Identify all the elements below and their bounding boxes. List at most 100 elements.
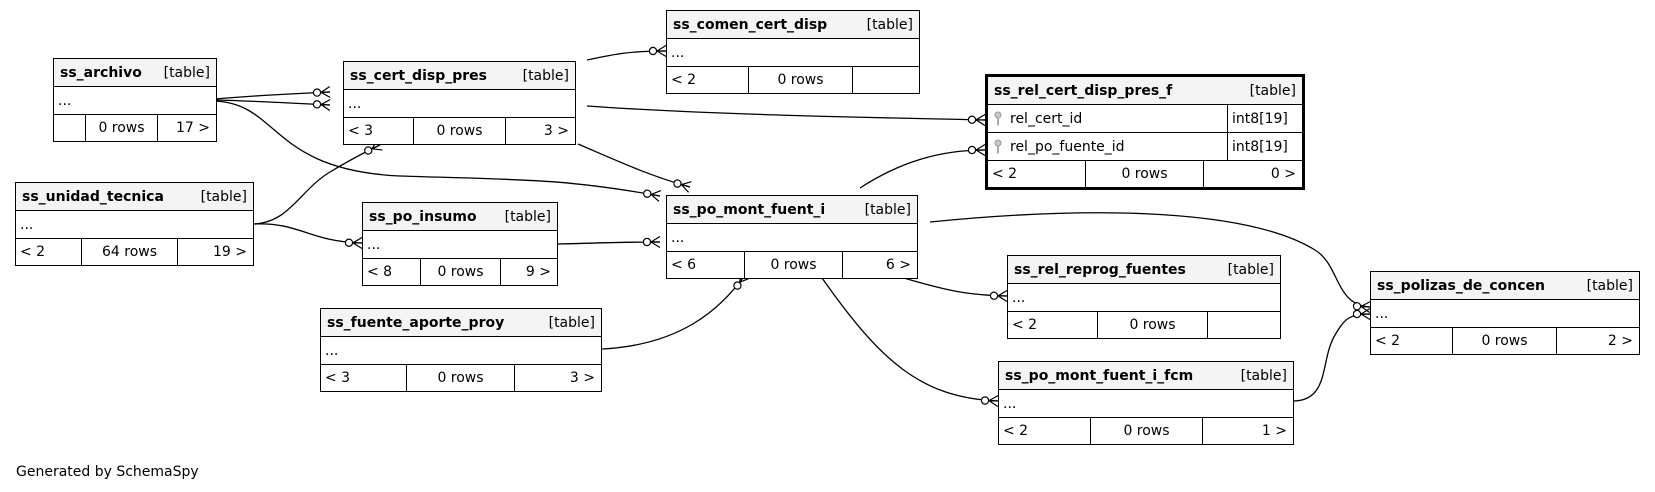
- row-count: 64 rows: [82, 239, 178, 265]
- children-count: 3 >: [543, 123, 569, 139]
- table-name: ss_comen_cert_disp: [673, 16, 828, 33]
- edge-archivo-cert-1: [214, 92, 330, 100]
- table-footer: < 2 64 rows 19 >: [16, 239, 253, 265]
- table-body: ...: [1371, 300, 1639, 328]
- table-kind: [table]: [200, 188, 247, 205]
- table-kind: [table]: [522, 67, 569, 84]
- table-kind: [table]: [1586, 277, 1633, 294]
- table-header: ss_archivo [table]: [54, 59, 216, 87]
- table-name: ss_unidad_tecnica: [22, 188, 164, 205]
- row-count: 0 rows: [1091, 418, 1203, 444]
- table-ss-unidad-tecnica[interactable]: ss_unidad_tecnica[table] ... < 2 64 rows…: [15, 182, 254, 266]
- table-body: ...: [999, 390, 1293, 418]
- table-body: ...: [1008, 284, 1280, 312]
- edge-pomont-reprog: [899, 276, 1007, 296]
- children-count: 3 >: [569, 370, 595, 386]
- children-count: [853, 67, 919, 93]
- children-count: 19 >: [213, 244, 247, 260]
- table-ss-fuente-aporte-proy[interactable]: ss_fuente_aporte_proy [table] ... < 3 0 r…: [320, 308, 602, 392]
- generated-by-credit: Generated by SchemaSpy: [16, 464, 199, 480]
- table-kind: [table]: [1249, 82, 1296, 99]
- table-header: ss_cert_disp_pres [table]: [344, 62, 575, 90]
- edge-cert-pomont: [577, 143, 690, 187]
- table-ss-cert-disp-pres[interactable]: ss_cert_disp_pres [table] ... < 3 0 rows …: [343, 61, 576, 145]
- edge-cert-rel: [586, 105, 985, 120]
- table-ss-po-mont-fuent-i-fcm[interactable]: ss_po_mont_fuent_i_fcm[table] ... < 2 0 …: [998, 361, 1294, 445]
- parents-count: < 8: [363, 259, 421, 285]
- edge-archivo-cert-2: [214, 100, 330, 105]
- table-header: ss_po_insumo [table]: [363, 203, 557, 231]
- table-name: ss_fuente_aporte_proy: [327, 314, 505, 331]
- table-ss-po-insumo[interactable]: ss_po_insumo [table] ... < 8 0 rows 9 >: [362, 202, 558, 286]
- children-count: [1208, 312, 1280, 338]
- table-footer: < 3 0 rows 3 >: [321, 365, 601, 391]
- parents-count: < 2: [667, 67, 749, 93]
- table-name: ss_rel_reprog_fuentes: [1014, 261, 1186, 278]
- parents-count: [54, 115, 86, 141]
- table-kind: [table]: [504, 208, 551, 225]
- edge-pomont-fcm: [821, 277, 998, 401]
- table-ss-comen-cert-disp[interactable]: ss_comen_cert_disp [table] ... < 2 0 rows: [666, 10, 920, 94]
- column-row[interactable]: rel_cert_id int8[19]: [988, 105, 1302, 133]
- row-count: 0 rows: [1086, 161, 1204, 187]
- table-ss-archivo[interactable]: ss_archivo [table] ... 0 rows 17 >: [53, 58, 217, 142]
- table-body: ...: [344, 90, 575, 118]
- row-count: 0 rows: [749, 67, 853, 93]
- edge-unidad-cert: [253, 145, 380, 225]
- table-ss-po-mont-fuent-i[interactable]: ss_po_mont_fuent_i[table] ... < 6 0 rows…: [666, 195, 918, 279]
- edge-pomont-rel: [859, 150, 985, 189]
- table-footer: < 2 0 rows: [1008, 312, 1280, 338]
- table-header: ss_fuente_aporte_proy [table]: [321, 309, 601, 337]
- row-count: 0 rows: [86, 115, 158, 141]
- table-kind: [table]: [866, 16, 913, 33]
- table-name: ss_po_mont_fuent_i: [673, 201, 826, 218]
- column-row[interactable]: rel_po_fuente_id int8[19]: [988, 133, 1302, 161]
- table-name: ss_rel_cert_disp_pres_f: [994, 82, 1173, 99]
- table-body: ...: [363, 231, 557, 259]
- table-kind: [table]: [1227, 261, 1274, 278]
- table-ss-rel-cert-disp-pres-f[interactable]: ss_rel_cert_disp_pres_f [table] rel_cert_…: [985, 74, 1305, 190]
- children-count: 6 >: [885, 257, 911, 273]
- parents-count: < 2: [1371, 328, 1453, 354]
- parents-count: < 6: [667, 252, 745, 278]
- table-body: ...: [667, 39, 919, 67]
- table-ss-polizas-de-concen[interactable]: ss_polizas_de_concen[table] ... < 2 0 ro…: [1370, 271, 1640, 355]
- edge-fcm-polizas: [1293, 314, 1370, 402]
- table-name: ss_archivo: [60, 64, 142, 81]
- parents-count: < 2: [1008, 312, 1098, 338]
- edge-pomont-polizas: [929, 212, 1370, 307]
- parents-count: < 3: [344, 118, 414, 144]
- table-kind: [table]: [163, 64, 210, 81]
- edge-cert-comen: [586, 51, 666, 61]
- column-name: rel_po_fuente_id: [1010, 138, 1125, 155]
- table-footer: 0 rows 17 >: [54, 115, 216, 141]
- table-header: ss_po_mont_fuent_i [table]: [667, 196, 917, 224]
- table-body: ...: [54, 87, 216, 115]
- table-header: ss_comen_cert_disp [table]: [667, 11, 919, 39]
- edge-unidad-insumo: [253, 223, 362, 243]
- edge-insumo-pomont: [557, 242, 660, 244]
- parents-count: < 2: [16, 239, 82, 265]
- table-footer: < 3 0 rows 3 >: [344, 118, 575, 144]
- table-header: ss_rel_cert_disp_pres_f [table]: [988, 77, 1302, 105]
- row-count: 0 rows: [1098, 312, 1208, 338]
- column-type: int8[19]: [1232, 138, 1288, 155]
- column-type: int8[19]: [1232, 110, 1288, 127]
- table-footer: < 8 0 rows 9 >: [363, 259, 557, 285]
- table-kind: [table]: [864, 201, 911, 218]
- table-footer: < 2 0 rows: [667, 67, 919, 93]
- table-body: ...: [321, 337, 601, 365]
- children-count: 2 >: [1607, 333, 1633, 349]
- table-name: ss_polizas_de_concen: [1377, 277, 1545, 294]
- table-header: ss_unidad_tecnica [table]: [16, 183, 253, 211]
- table-ss-rel-reprog-fuentes[interactable]: ss_rel_reprog_fuentes [table] ... < 2 0 r…: [1007, 255, 1281, 339]
- table-name: ss_cert_disp_pres: [350, 67, 487, 84]
- table-kind: [table]: [548, 314, 595, 331]
- table-footer: < 6 0 rows 6 >: [667, 252, 917, 278]
- key-icon: [994, 111, 1002, 125]
- table-footer: < 2 0 rows 0 >: [988, 161, 1302, 187]
- parents-count: < 3: [321, 365, 407, 391]
- table-name: ss_po_insumo: [369, 208, 477, 225]
- table-header: ss_polizas_de_concen [table]: [1371, 272, 1639, 300]
